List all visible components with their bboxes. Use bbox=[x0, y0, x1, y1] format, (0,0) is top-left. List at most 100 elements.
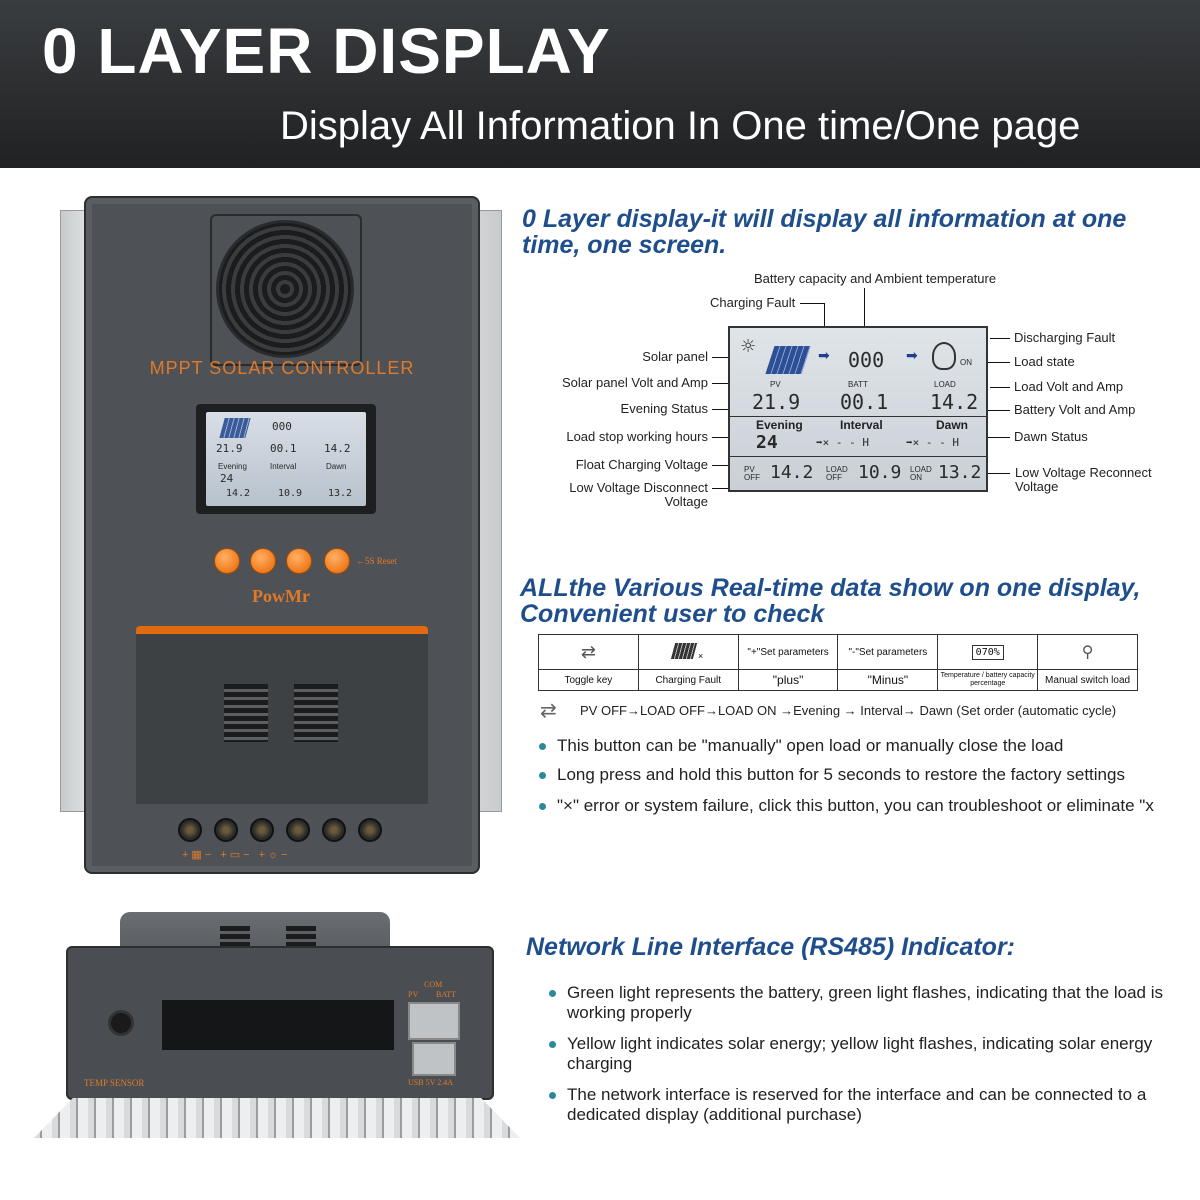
lcd-divider-2 bbox=[730, 456, 986, 457]
minus-set-label: "-"Set parameters bbox=[837, 634, 939, 670]
capacity-icon: 070% bbox=[937, 634, 1039, 670]
small-lcd-loadon: 13.2 bbox=[328, 488, 353, 499]
terminal-pv-plus bbox=[178, 818, 202, 842]
plus-button[interactable] bbox=[250, 548, 276, 574]
bullet-dot bbox=[539, 772, 546, 779]
terminal-load-minus bbox=[358, 818, 382, 842]
small-lcd-loadoff: 10.9 bbox=[278, 488, 303, 499]
page-title: 0 LAYER DISPLAY bbox=[42, 15, 611, 87]
lcd-divider bbox=[730, 416, 986, 417]
callout-load-state: Load state bbox=[1014, 354, 1075, 369]
lcd-pv-value: 21.9 bbox=[752, 390, 801, 414]
minus-button[interactable] bbox=[286, 548, 312, 574]
temp-sensor-label: TEMP SENSOR bbox=[84, 1078, 145, 1088]
leader-battery-capacity bbox=[864, 288, 865, 332]
terminal-labels: +▦− +▭− +☼− bbox=[182, 849, 291, 861]
callout-load-volt-amp: Load Volt and Amp bbox=[1014, 379, 1124, 394]
section3-bullet-3-text: The network interface is reserved for th… bbox=[567, 1085, 1147, 1124]
lcd-capacity: 000 bbox=[848, 348, 885, 372]
lcd-batt-label: BATT bbox=[848, 380, 868, 389]
callout-lvr: Low Voltage Reconnect Voltage bbox=[1015, 465, 1152, 494]
small-lcd-hours: 24 bbox=[220, 472, 234, 485]
leader-left-2 bbox=[712, 383, 740, 384]
page-subtitle: Display All Information In One time/One … bbox=[280, 104, 1081, 148]
section3-bullet-1-text: Green light represents the battery, gree… bbox=[567, 983, 1163, 1022]
leader-charging-fault bbox=[800, 303, 824, 304]
callout-evening-status: Evening Status bbox=[620, 401, 708, 416]
section3-bullet-3: The network interface is reserved for th… bbox=[549, 1085, 1167, 1125]
callout-load-stop-hours: Load stop working hours bbox=[566, 429, 708, 444]
callout-float-charging: Float Charging Voltage bbox=[575, 457, 708, 472]
charging-fault-icon: × bbox=[637, 634, 739, 670]
small-lcd: 000 21.9 00.1 14.2 Evening Interval Dawn… bbox=[206, 412, 366, 506]
leader-left-4 bbox=[712, 437, 742, 438]
section2-bullet-2: Long press and hold this button for 5 se… bbox=[539, 765, 1157, 785]
lcd-pv-off-value: 14.2 bbox=[770, 462, 814, 483]
callout-battery-capacity: Battery capacity and Ambient temperature bbox=[754, 271, 997, 286]
col-temperature: Temperature / battery capacity percentag… bbox=[937, 669, 1039, 691]
lcd-solar-panel-icon bbox=[765, 346, 811, 374]
leader-right-2 bbox=[976, 362, 1010, 363]
pv-label: PV bbox=[408, 990, 419, 999]
section2-bullet-2-text: Long press and hold this button for 5 se… bbox=[557, 765, 1125, 784]
section2-bullet-3-text: "×" error or system failure, click this … bbox=[557, 796, 1154, 815]
callout-charging-fault: Charging Fault bbox=[710, 295, 796, 310]
lcd-load-off: LOAD OFF bbox=[826, 465, 848, 482]
capacity-icon-text: 070% bbox=[971, 644, 1004, 660]
lcd-hours: 24 bbox=[756, 432, 778, 453]
lcd-load-on: LOAD ON bbox=[910, 465, 932, 482]
vent-left bbox=[224, 684, 268, 742]
orange-stripe bbox=[136, 626, 428, 636]
terminal-pv-minus bbox=[214, 818, 238, 842]
usb-label: USB 5V 2.4A bbox=[408, 1078, 453, 1087]
bullet-dot bbox=[549, 990, 556, 997]
rj45-port bbox=[408, 1002, 460, 1040]
callout-lvd: Low Voltage Disconnect Voltage bbox=[569, 480, 708, 509]
col-minus: "Minus" bbox=[837, 669, 939, 691]
small-lcd-solar-icon bbox=[219, 418, 251, 438]
small-lcd-capacity: 000 bbox=[272, 420, 292, 433]
section2-bullet-1-text: This button can be "manually" open load … bbox=[557, 736, 1064, 755]
lcd-on-label: ON bbox=[960, 358, 972, 367]
section3-heading: Network Line Interface (RS485) Indicator… bbox=[526, 933, 1016, 961]
lcd-interval: Interval bbox=[840, 418, 883, 432]
callout-batt-volt-amp: Battery Volt and Amp bbox=[1014, 402, 1136, 417]
small-lcd-load: 14.2 bbox=[324, 442, 351, 455]
model-label: MPPT SOLAR CONTROLLER bbox=[149, 358, 415, 378]
small-lcd-interval: Interval bbox=[270, 462, 297, 471]
terminal-batt-minus bbox=[286, 818, 310, 842]
section3-bullet-1: Green light represents the battery, gree… bbox=[549, 983, 1167, 1023]
section1-heading: 0 Layer display-it will display all info… bbox=[522, 205, 1127, 259]
toggle-button[interactable] bbox=[214, 548, 240, 574]
temp-sensor-port bbox=[108, 1010, 134, 1036]
terminal-block bbox=[162, 1000, 394, 1050]
lcd-evening: Evening bbox=[756, 418, 803, 432]
lcd-dawn: Dawn bbox=[936, 418, 969, 432]
section3-bullet-2: Yellow light indicates solar energy; yel… bbox=[549, 1034, 1167, 1074]
lcd-load-off-value: 10.9 bbox=[858, 462, 902, 483]
lcd-batt-value: 00.1 bbox=[840, 390, 889, 414]
lcd-discharge-fault-icon: ➡ bbox=[906, 348, 918, 364]
section2-bullet-3: "×" error or system failure, click this … bbox=[539, 796, 1157, 816]
leader-charging-fault-v bbox=[824, 303, 825, 343]
vent-right bbox=[294, 684, 338, 742]
lcd-pv-off: PV OFF bbox=[744, 465, 760, 482]
load-switch-button[interactable] bbox=[324, 548, 350, 574]
leader-right-1 bbox=[990, 338, 1010, 339]
col-charging-fault: Charging Fault bbox=[637, 669, 739, 691]
lcd-charge-fault-icon: ➡ bbox=[818, 348, 830, 364]
lcd-bulb-icon bbox=[932, 342, 956, 370]
brand-logo: PowMr bbox=[252, 586, 310, 606]
lcd-load-label: LOAD bbox=[934, 380, 956, 389]
fan-frame bbox=[210, 214, 362, 366]
controller-front: MPPT SOLAR CONTROLLER 000 21.9 00.1 14.2… bbox=[84, 196, 480, 874]
controller-side: TEMP SENSOR COM PV BATT USB 5V 2.4A bbox=[66, 946, 494, 1100]
leader-right-5 bbox=[980, 437, 1010, 438]
leader-right-3 bbox=[990, 387, 1010, 388]
toggle-key-icon: ⇄ bbox=[538, 634, 639, 670]
key-table: ⇄ × "+"Set parameters "-"Set parameters … bbox=[538, 634, 1138, 691]
bullet-dot bbox=[549, 1092, 556, 1099]
lcd-dawn-h: ➡× - - H bbox=[906, 436, 959, 449]
leader-right-6 bbox=[988, 473, 1010, 474]
usb-port bbox=[412, 1042, 456, 1076]
